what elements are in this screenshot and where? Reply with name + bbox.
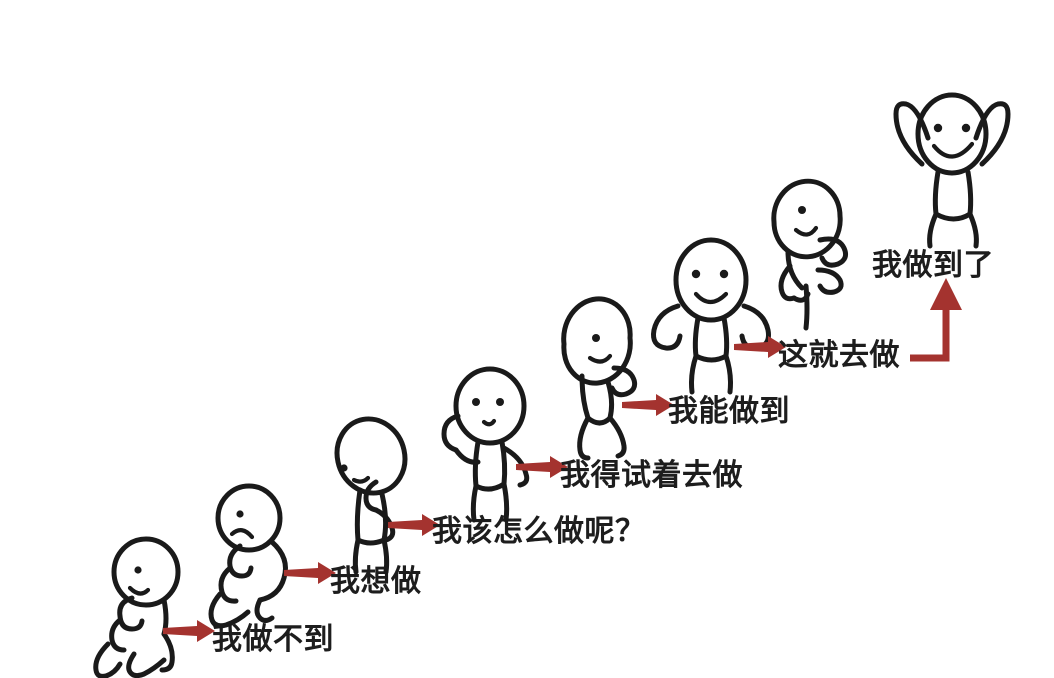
arrow-3-straight xyxy=(388,514,440,536)
arrow-5-straight xyxy=(622,394,674,416)
caption-step-3: 我该怎么做呢？ xyxy=(432,514,646,549)
stick-figure-8-celebrating xyxy=(884,82,1019,249)
caption-step-5: 我能做到 xyxy=(668,394,790,429)
arrow-7-elbow-up xyxy=(910,278,980,364)
stick-figure-3-thinking xyxy=(320,416,440,580)
stick-figure-4-puzzled xyxy=(432,360,552,525)
stick-figure-2-kneeling xyxy=(196,478,326,629)
caption-step-2: 我想做 xyxy=(330,564,422,599)
arrow-1-straight xyxy=(163,620,215,642)
arrow-6-straight xyxy=(734,336,786,358)
arrow-4-straight xyxy=(516,456,568,478)
stick-figure-5-walking xyxy=(548,296,668,463)
caption-step-4: 我得试着去做 xyxy=(560,458,743,493)
stick-figure-6-arms-open xyxy=(650,232,775,397)
stick-figure-7-striding xyxy=(762,178,882,333)
caption-step-7: 我做到了 xyxy=(872,248,994,283)
caption-step-1: 我做不到 xyxy=(212,622,334,657)
caption-step-6: 这就去做 xyxy=(778,338,900,373)
arrow-2-straight xyxy=(284,562,336,584)
